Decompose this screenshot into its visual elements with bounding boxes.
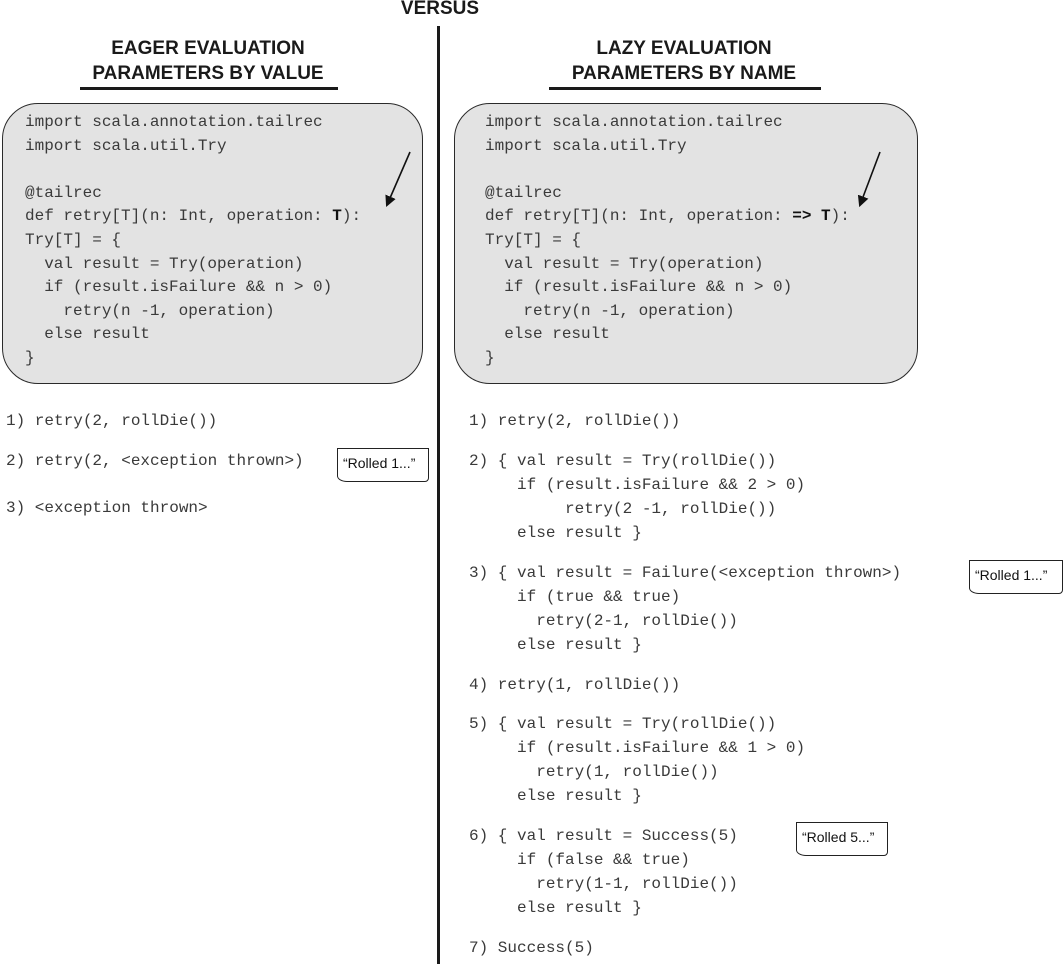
lazy-step-6: 6) { val result = Success(5) if (false &… [469,827,738,917]
lazy-heading: LAZY EVALUATION PARAMETERS BY NAME [534,36,834,86]
code-line: Try[T] = { [485,230,582,249]
code-line: } [485,348,495,367]
lazy-heading-underline [549,87,821,90]
lazy-heading-line1: LAZY EVALUATION [596,38,772,59]
column-divider [437,26,440,964]
eager-heading-line2: PARAMETERS BY VALUE [92,63,324,84]
lazy-rolled-1-note: “Rolled 1...” [969,560,1063,594]
lazy-rolled-5-note: “Rolled 5...” [796,822,888,856]
eager-heading-line1: EAGER EVALUATION [111,38,305,59]
lazy-heading-line2: PARAMETERS BY NAME [571,63,797,84]
code-line: } [25,348,35,367]
versus-heading: VERSUS [400,0,480,19]
code-line: retry(n -1, operation) [485,301,735,320]
by-name-type: => T [792,207,831,226]
code-line: ): [830,207,850,226]
eager-code-box [2,103,423,384]
code-line: import scala.util.Try [485,136,687,155]
lazy-step-2: 2) { val result = Try(rollDie()) if (res… [469,452,806,542]
code-line: @tailrec [485,183,562,202]
lazy-code: import scala.annotation.tailrec import s… [485,111,850,371]
code-line: @tailrec [25,183,102,202]
code-line: import scala.util.Try [25,136,227,155]
lazy-step-5: 5) { val result = Try(rollDie()) if (res… [469,715,806,805]
code-line: def retry[T](n: Int, operation: [485,207,793,226]
lazy-step-1: 1) retry(2, rollDie()) [469,412,681,430]
lazy-step-4: 4) retry(1, rollDie()) [469,676,681,694]
eager-heading: EAGER EVALUATION PARAMETERS BY VALUE [58,36,358,86]
by-value-type: T [332,207,342,226]
eager-step-1: 1) retry(2, rollDie()) [6,412,218,430]
lazy-step-3: 3) { val result = Failure(<exception thr… [469,564,902,654]
code-line: else result [25,325,150,344]
code-line: ): [341,207,362,226]
eager-code: import scala.annotation.tailrec import s… [25,111,361,371]
code-line: import scala.annotation.tailrec [485,113,783,131]
code-line: retry(n -1, operation) [25,301,275,320]
code-line: val result = Try(operation) [25,254,304,273]
code-line: val result = Try(operation) [485,254,764,273]
eager-step-3: 3) <exception thrown> [6,499,208,517]
code-line: def retry[T](n: Int, operation: [25,207,333,226]
eager-step-2: 2) retry(2, <exception thrown>) [6,452,304,470]
code-line: import scala.annotation.tailrec [25,113,323,131]
code-line: Try[T] = { [25,230,122,249]
lazy-code-box [454,103,918,384]
eager-heading-underline [80,87,338,90]
code-line: else result [485,325,610,344]
code-line: if (result.isFailure && n > 0) [485,278,793,297]
eager-rolled-1-note: “Rolled 1...” [337,448,429,482]
lazy-step-7: 7) Success(5) [469,939,594,957]
code-line: if (result.isFailure && n > 0) [25,278,333,297]
